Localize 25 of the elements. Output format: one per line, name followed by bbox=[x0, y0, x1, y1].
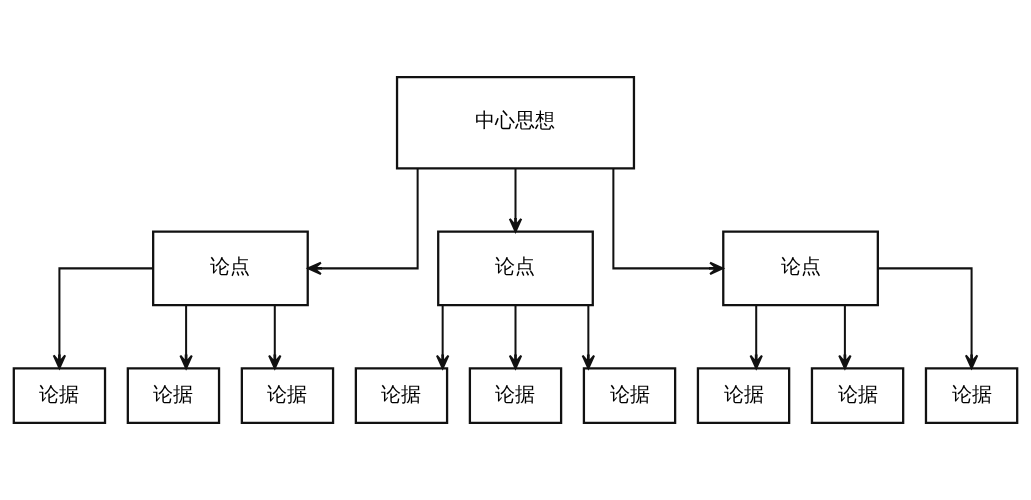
arrow bbox=[52, 267, 153, 370]
node-box: 论据 bbox=[126, 367, 221, 425]
node-box: 论据 bbox=[12, 367, 107, 425]
node-box: 论据 bbox=[696, 367, 791, 425]
node-box: 论据 bbox=[468, 367, 563, 425]
node-box: 论据 bbox=[810, 367, 905, 425]
arrow bbox=[268, 305, 282, 370]
arrow bbox=[508, 305, 523, 370]
node-box: 论点 bbox=[722, 230, 879, 307]
node-box: 论据 bbox=[924, 367, 1019, 425]
arrow bbox=[749, 305, 763, 370]
arrow bbox=[878, 267, 979, 370]
node-box: 论点 bbox=[437, 230, 594, 307]
arrow bbox=[307, 168, 419, 276]
arrow bbox=[435, 305, 450, 370]
arrow bbox=[179, 305, 193, 370]
node-box: 论据 bbox=[354, 367, 449, 425]
node-box: 论点 bbox=[152, 230, 309, 307]
arrow bbox=[838, 305, 852, 370]
arrow bbox=[581, 305, 596, 370]
node-box: 论据 bbox=[582, 367, 677, 425]
arrow bbox=[612, 168, 724, 276]
arrow bbox=[508, 168, 523, 233]
node-box: 中心思想 bbox=[395, 75, 636, 170]
node-box: 论据 bbox=[240, 367, 335, 425]
